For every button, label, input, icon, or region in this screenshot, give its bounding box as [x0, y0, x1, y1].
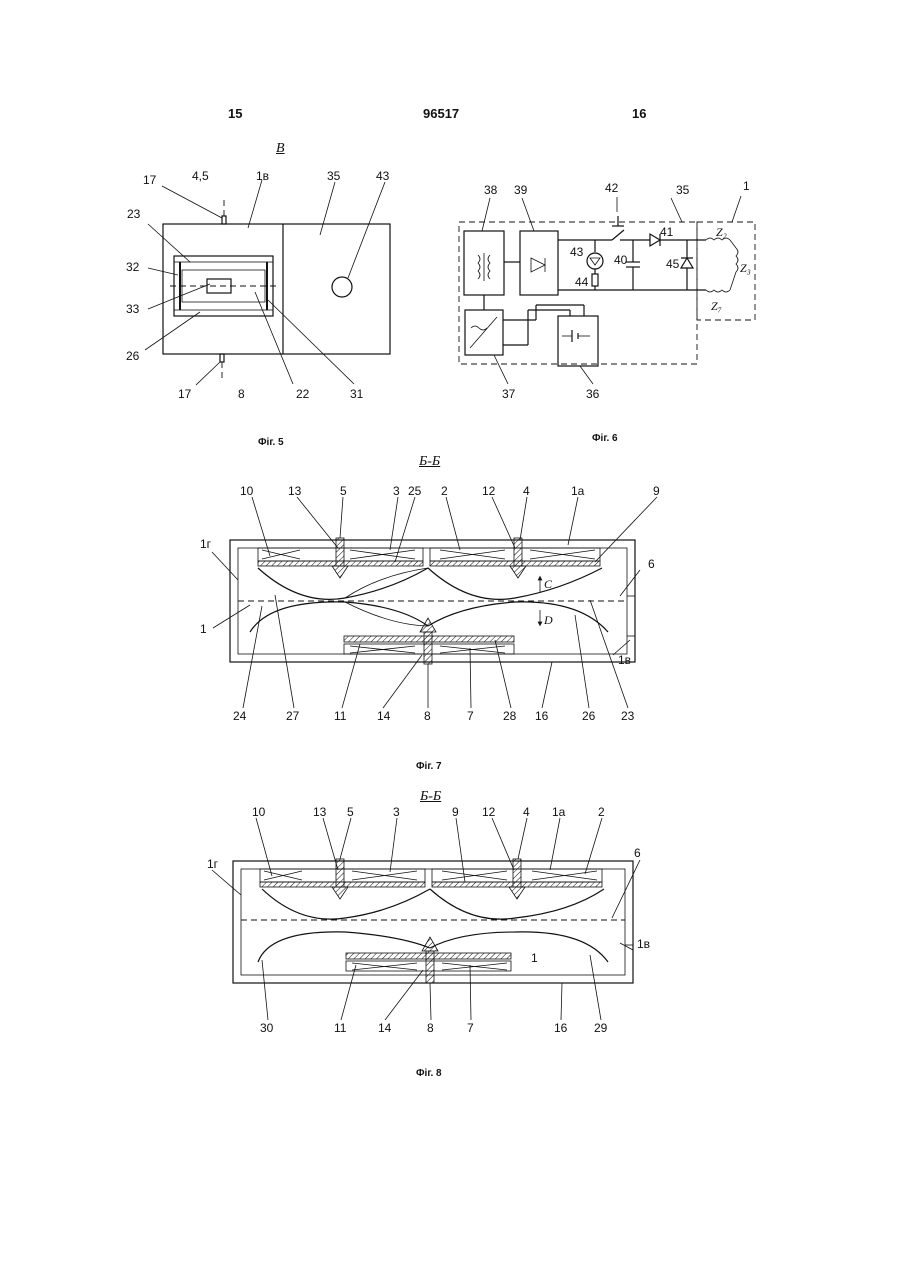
label-11: 11 [334, 709, 347, 723]
label-6: 6 [634, 846, 641, 860]
label-1v: 1в [637, 937, 650, 951]
fig7-drawing: C D 10 13 5 3 25 2 12 4 1а 9 1г [200, 484, 660, 723]
label-45: 45 [666, 257, 680, 271]
label-2: 2 [598, 805, 605, 819]
label-1: 1 [743, 179, 750, 193]
label-40: 40 [614, 253, 628, 267]
label-1a: 1а [552, 805, 566, 819]
label-7: 7 [467, 1021, 474, 1035]
label-1a: 1а [571, 484, 585, 498]
label-17-bottom: 17 [178, 387, 192, 401]
label-33: 33 [126, 302, 140, 316]
label-10: 10 [252, 805, 266, 819]
label-29: 29 [594, 1021, 608, 1035]
label-8: 8 [238, 387, 245, 401]
label-6: 6 [648, 557, 655, 571]
label-8: 8 [424, 709, 431, 723]
label-36: 36 [586, 387, 600, 401]
label-9: 9 [452, 805, 459, 819]
label-32: 32 [126, 260, 140, 274]
label-35: 35 [327, 169, 341, 183]
arrow-label-d: D [543, 613, 553, 627]
impedance-z3: Z₃ [740, 261, 751, 275]
label-1: 1 [531, 951, 538, 965]
impedance-z7: Z₇ [711, 299, 722, 313]
label-4: 4 [523, 484, 530, 498]
fig6-drawing: 38 39 42 35 1 41 43 40 45 44 Z₂ Z₃ Z₇ 37… [459, 179, 755, 401]
fig5-drawing: 17 4,5 1в 35 43 23 32 33 26 17 8 22 31 [126, 169, 390, 401]
fig8-drawing: 10 13 5 3 9 12 4 1а 2 1г 6 1в 1 30 11 14… [207, 805, 650, 1035]
label-26: 26 [126, 349, 140, 363]
label-13: 13 [288, 484, 302, 498]
label-14: 14 [378, 1021, 392, 1035]
label-11: 11 [334, 1021, 347, 1035]
label-24: 24 [233, 709, 247, 723]
label-23: 23 [127, 207, 141, 221]
label-17-top: 17 [143, 173, 157, 187]
label-9: 9 [653, 484, 660, 498]
label-31: 31 [350, 387, 364, 401]
label-30: 30 [260, 1021, 274, 1035]
label-3: 3 [393, 805, 400, 819]
label-26: 26 [582, 709, 596, 723]
label-12: 12 [482, 484, 496, 498]
label-8: 8 [427, 1021, 434, 1035]
label-12: 12 [482, 805, 496, 819]
label-14: 14 [377, 709, 391, 723]
label-13: 13 [313, 805, 327, 819]
label-42: 42 [605, 181, 619, 195]
arrow-label-c: C [544, 577, 553, 591]
label-1: 1 [200, 622, 207, 636]
label-28: 28 [503, 709, 517, 723]
label-7: 7 [467, 709, 474, 723]
label-41: 41 [660, 225, 674, 239]
label-35: 35 [676, 183, 690, 197]
label-44: 44 [575, 275, 589, 289]
label-5: 5 [347, 805, 354, 819]
label-22: 22 [296, 387, 310, 401]
label-1v: 1в [256, 169, 269, 183]
label-2: 2 [441, 484, 448, 498]
label-38: 38 [484, 183, 498, 197]
label-1g: 1г [207, 857, 219, 871]
impedance-z2: Z₂ [716, 225, 727, 239]
label-3: 3 [393, 484, 400, 498]
label-5: 5 [340, 484, 347, 498]
label-10: 10 [240, 484, 254, 498]
label-43: 43 [376, 169, 390, 183]
label-25: 25 [408, 484, 422, 498]
label-43: 43 [570, 245, 584, 259]
label-4-5: 4,5 [192, 169, 209, 183]
label-4: 4 [523, 805, 530, 819]
label-27: 27 [286, 709, 300, 723]
label-16: 16 [535, 709, 549, 723]
label-16: 16 [554, 1021, 568, 1035]
label-37: 37 [502, 387, 516, 401]
label-23: 23 [621, 709, 635, 723]
label-1v: 1в [618, 653, 631, 667]
label-39: 39 [514, 183, 528, 197]
label-1g: 1г [200, 537, 212, 551]
